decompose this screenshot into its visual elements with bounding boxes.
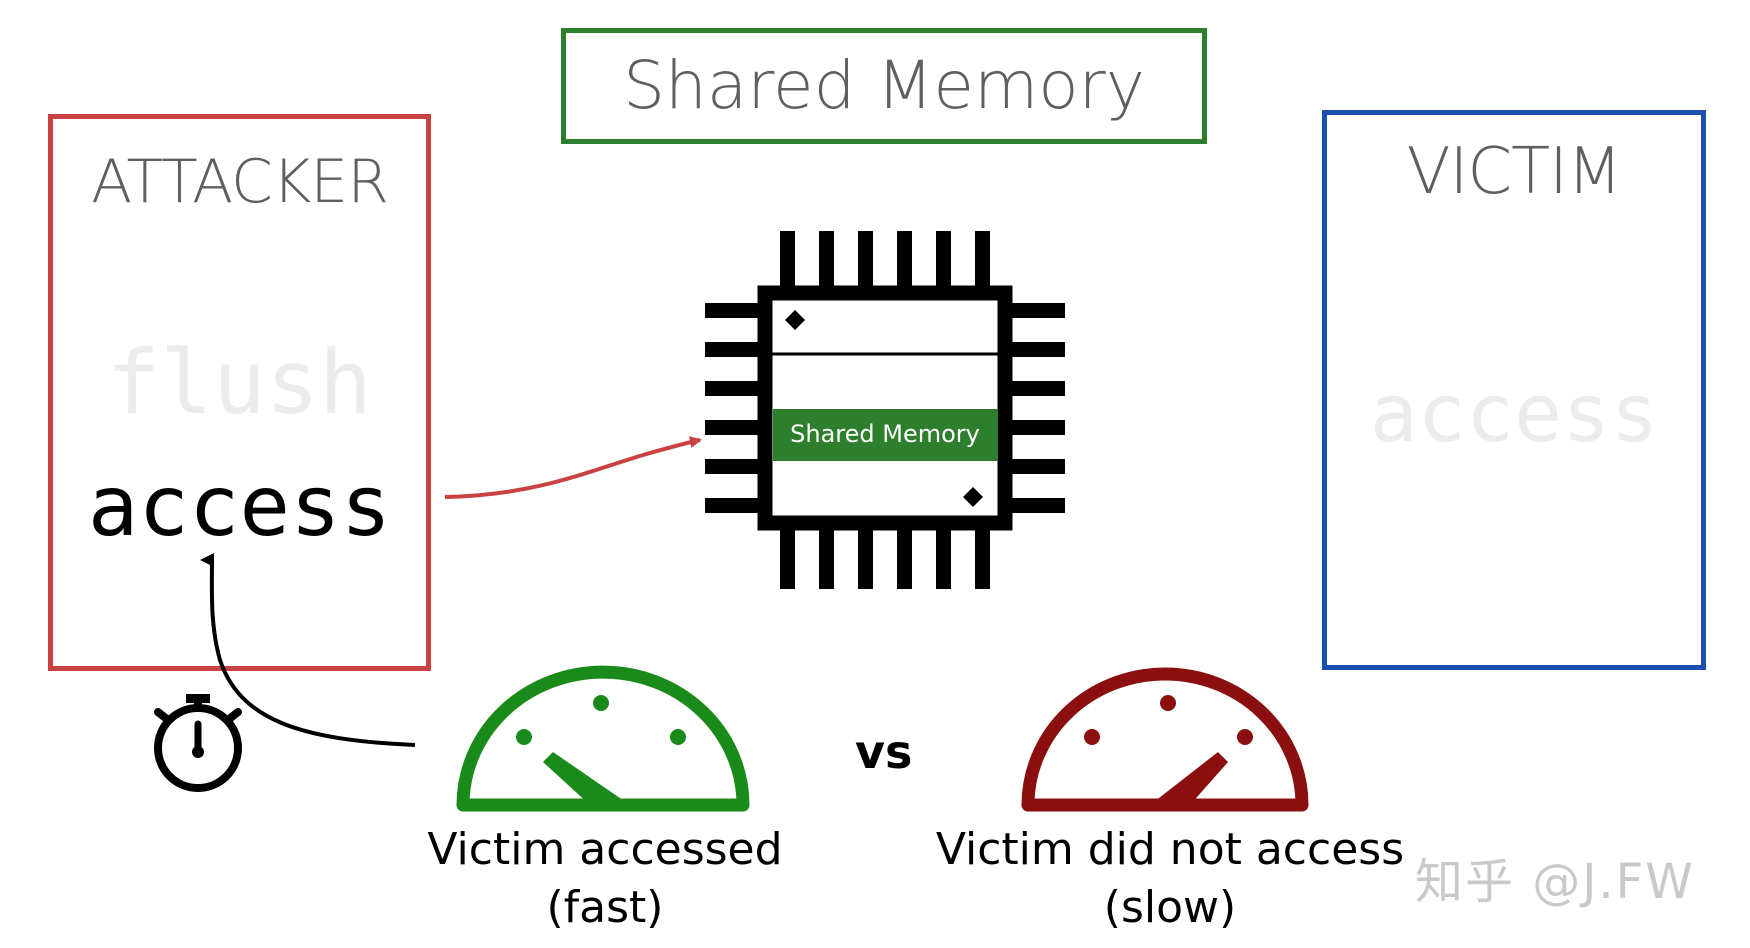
chip-diamond-top-icon <box>785 310 805 330</box>
attacker-box: ATTACKER flush access <box>48 114 431 671</box>
shared-memory-title: Shared Memory <box>623 47 1145 124</box>
slow-caption-line2: (slow) <box>1103 882 1237 933</box>
watermark: 知乎 @J.FW <box>1415 854 1695 910</box>
memory-chip-icon: Shared Memory <box>705 231 1065 589</box>
victim-access-label: access <box>1369 367 1659 460</box>
slow-gauge-caption: Victim did not access (slow) <box>920 821 1420 937</box>
flush-label: flush <box>107 331 372 434</box>
slow-gauge-icon <box>1021 667 1309 812</box>
fast-caption-line1: Victim accessed <box>427 824 783 875</box>
victim-box: VICTIM access <box>1322 110 1706 670</box>
stopwatch-icon <box>154 694 242 792</box>
chip-diamond-bottom-icon <box>963 487 983 507</box>
chip-bottom-pins <box>780 528 990 589</box>
attacker-access-label: access <box>87 457 392 555</box>
slow-caption-line1: Victim did not access <box>935 824 1405 875</box>
victim-title: VICTIM <box>1406 135 1623 209</box>
shared-memory-box: Shared Memory <box>561 28 1207 144</box>
chip-left-pins <box>705 303 765 513</box>
chip-right-pins <box>1005 303 1065 513</box>
access-arrow <box>444 436 702 499</box>
chip-body <box>757 285 1013 531</box>
fast-caption-line2: (fast) <box>546 882 664 933</box>
chip-shared-memory-region <box>773 409 998 461</box>
fast-gauge-caption: Victim accessed (fast) <box>400 821 810 937</box>
chip-top-pins <box>780 231 990 289</box>
fast-gauge-icon <box>456 665 750 812</box>
timing-arrow <box>200 553 416 747</box>
attacker-title: ATTACKER <box>91 147 389 217</box>
chip-shared-memory-label: Shared Memory <box>790 420 980 448</box>
vs-label: vs <box>855 725 913 779</box>
